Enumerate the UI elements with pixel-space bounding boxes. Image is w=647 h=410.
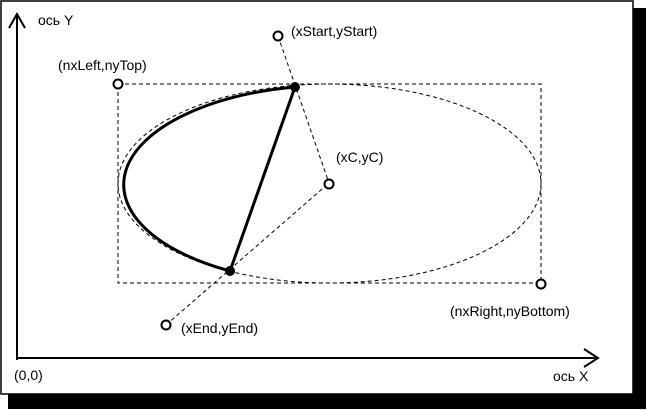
start-marker (272, 30, 284, 42)
end-label: (xEnd,yEnd) (181, 320, 258, 336)
x-axis (17, 348, 600, 368)
top-left-label: (nxLeft,nyTop) (58, 57, 147, 73)
bottom-right-marker (535, 278, 547, 290)
end-marker (160, 319, 172, 331)
y-axis-label: ось Y (38, 12, 74, 28)
bottom-right-label: (nxRight,nyBottom) (450, 303, 570, 319)
chord-line (228, 86, 297, 272)
arc-start-point (290, 82, 300, 92)
center-label: (xC,yC) (336, 149, 383, 165)
top-left-marker (112, 78, 124, 90)
frame (0, 0, 634, 395)
chord-arc (122, 85, 296, 273)
start-radial-line (277, 35, 330, 184)
ellipse-outline (117, 83, 542, 284)
x-axis-label: ось X (553, 368, 589, 384)
start-label: (xStart,yStart) (291, 23, 377, 39)
y-axis (8, 11, 26, 360)
center-marker (323, 178, 335, 190)
origin-label: (0,0) (14, 367, 43, 383)
arc-end-point (225, 266, 235, 276)
end-radial-line (165, 182, 330, 326)
